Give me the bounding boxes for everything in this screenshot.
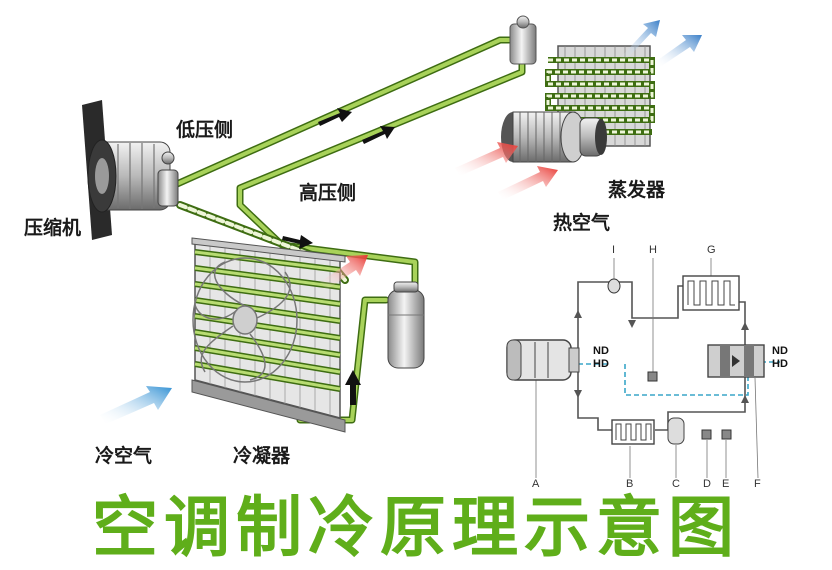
schematic-condenser (611, 419, 655, 445)
flow-arrow-liquid-up (345, 370, 361, 405)
receiver-drier (387, 281, 425, 369)
schematic-left-nd: ND (593, 345, 609, 357)
label-cold-air: 冷空气 (95, 445, 153, 467)
flow-arrow-low-side (318, 108, 352, 126)
condenser-hot-air-arrow (320, 255, 368, 290)
flow-arrows (282, 108, 395, 405)
schematic-letter-i: I (612, 244, 616, 256)
schematic-receiver (667, 417, 685, 445)
schematic-right-nd: ND (772, 345, 788, 357)
label-low-side: 低压侧 (176, 119, 234, 141)
label-compressor: 压缩机 (24, 217, 82, 239)
schematic-letter-h: H (649, 244, 657, 256)
schematic-valves (607, 278, 732, 440)
schematic-left-hd: HD (593, 358, 609, 370)
blower-fan (501, 111, 607, 163)
schematic-letter-b: B (626, 478, 634, 490)
schematic-letter-f: F (754, 478, 761, 490)
expansion-valve (509, 15, 537, 65)
schematic-right-hd: HD (772, 358, 788, 370)
schematic-high-line (577, 281, 683, 355)
schematic-expansion-valve (707, 344, 765, 378)
label-hot-air: 热空气 (553, 212, 611, 234)
schematic-letter-a: A (532, 478, 540, 490)
condenser (191, 237, 346, 433)
label-high-side: 高压侧 (299, 182, 357, 204)
schematic-letter-g: G (707, 244, 716, 256)
compressor (82, 100, 179, 240)
flow-arrow-discharge (282, 235, 313, 249)
schematic-letter-e: E (722, 478, 730, 490)
page-title: 空调制冷原理示意图 (92, 489, 740, 566)
cool-air-out-arrows (620, 20, 702, 67)
schematic-letter-d: D (703, 478, 711, 490)
condenser-fan (192, 257, 298, 383)
schematic-letter-c: C (672, 478, 680, 490)
schematic-evaporator (682, 275, 740, 311)
label-condenser: 冷凝器 (233, 445, 291, 467)
schematic-compressor (506, 339, 580, 381)
hot-air-in-arrows (455, 142, 558, 200)
flow-arrow-high-side (362, 126, 395, 144)
high-pressure-pipe (236, 48, 526, 424)
schematic (535, 258, 780, 479)
cold-air-in-arrow (100, 386, 172, 424)
label-evaporator: 蒸发器 (608, 179, 666, 201)
